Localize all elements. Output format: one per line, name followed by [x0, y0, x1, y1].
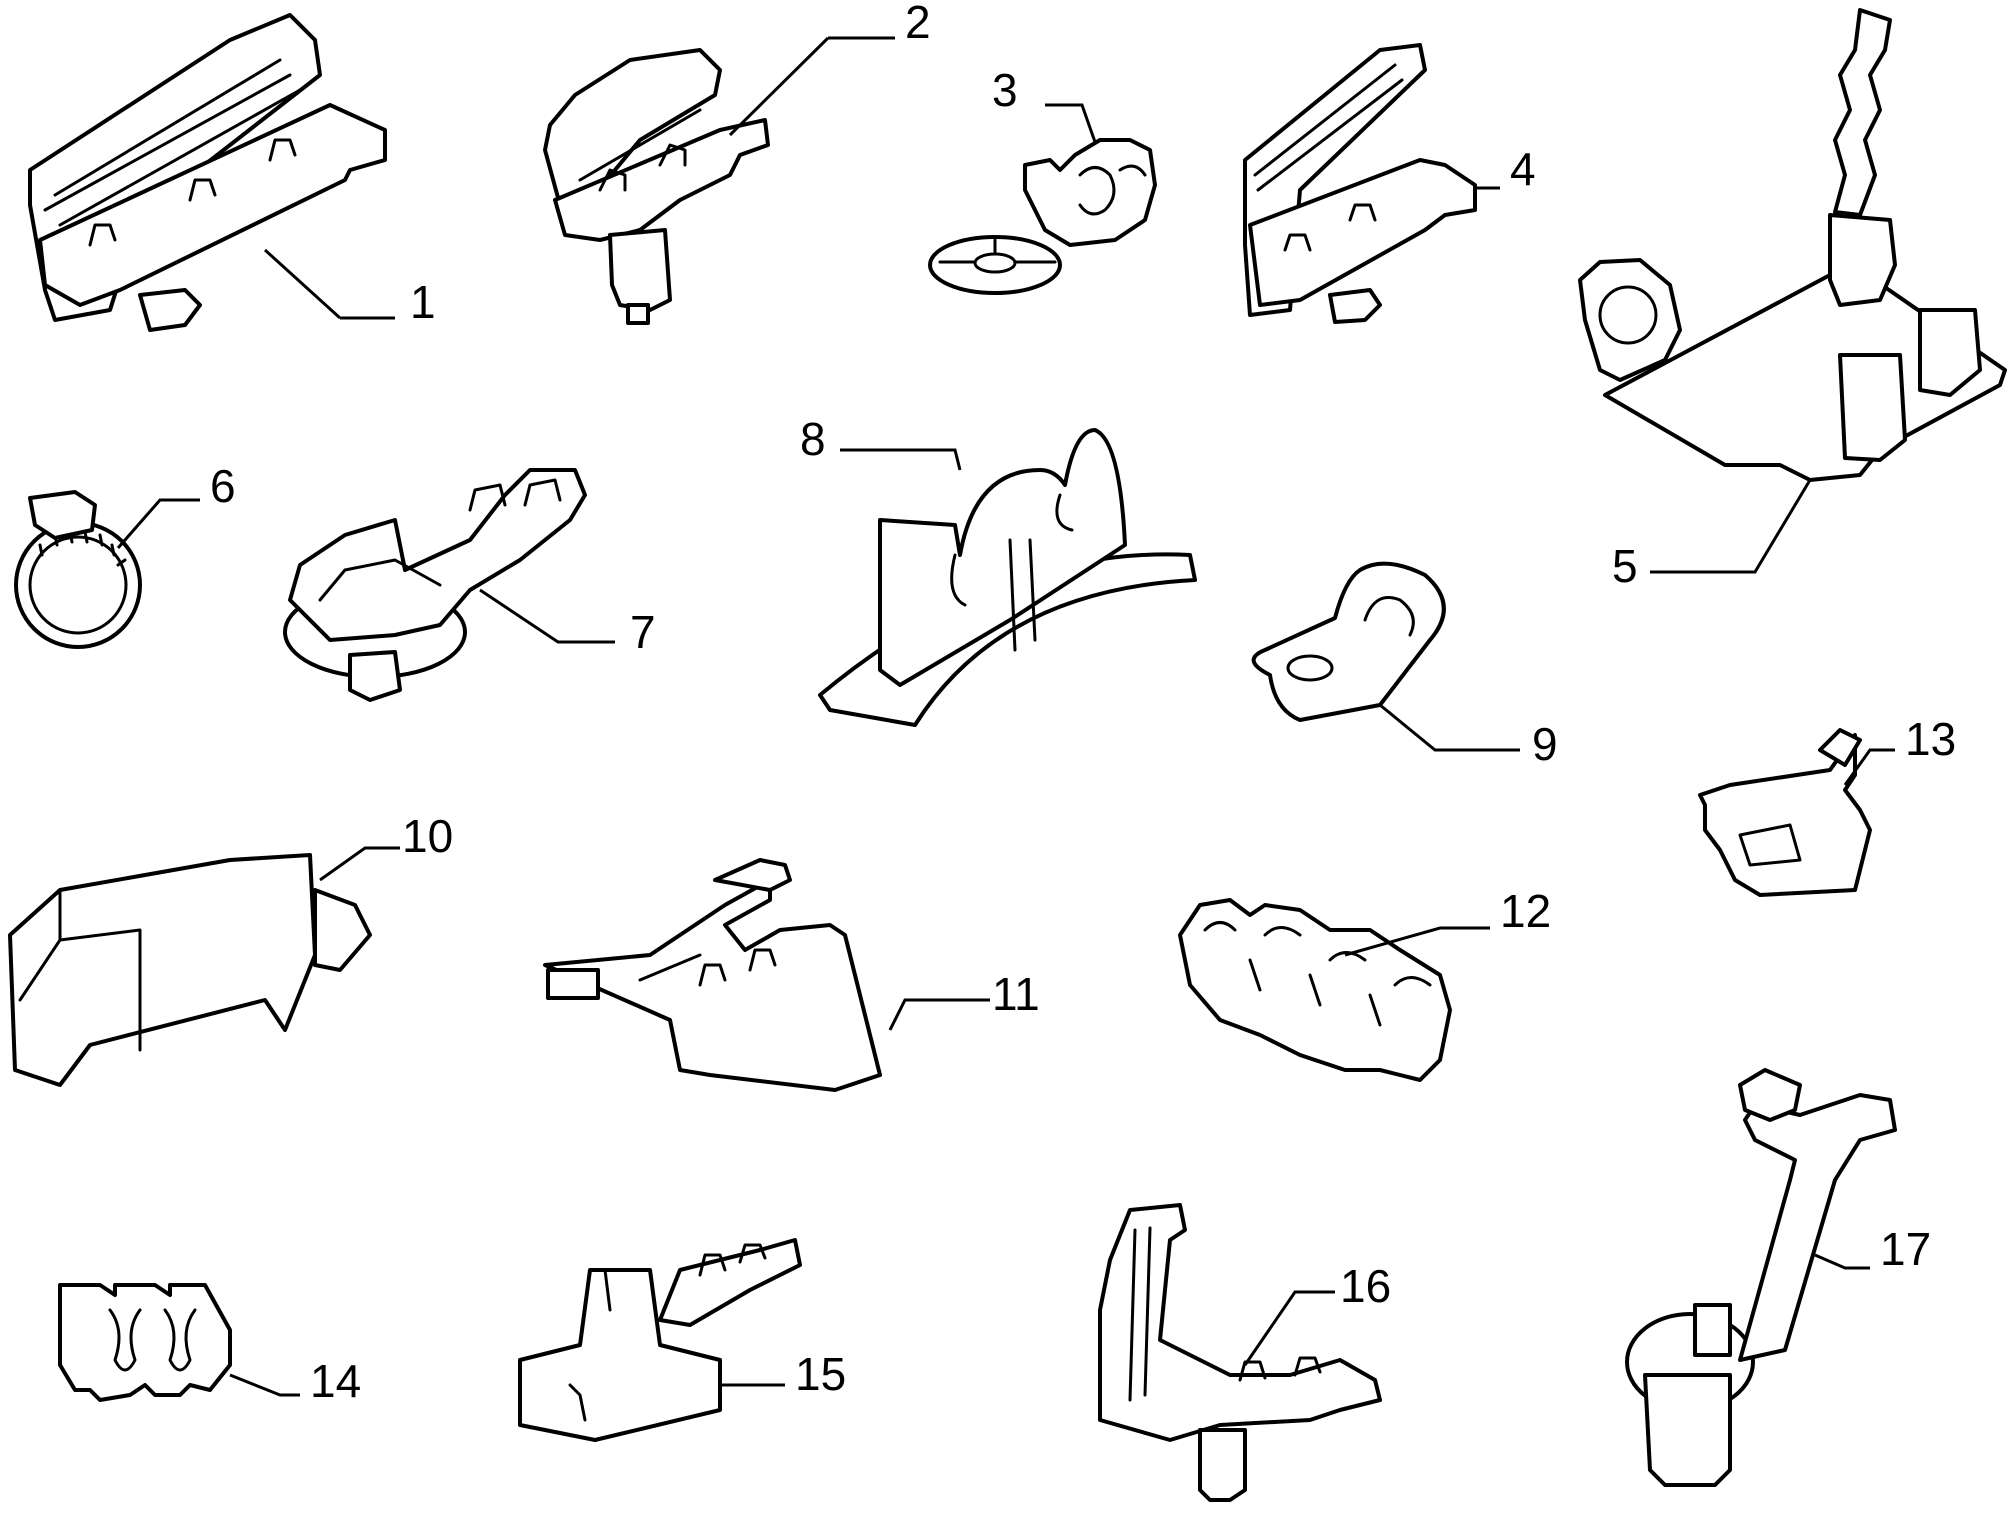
callout-5: 5 [1612, 540, 1638, 592]
part-10-bracket: 10 [8, 810, 453, 1087]
part-17-push-in-clip: 17 [1625, 1068, 1931, 1487]
part-5-bracket-plate: 5 [1578, 8, 2007, 592]
callout-12: 12 [1500, 885, 1551, 937]
part-1-long-hinged-clip: 1 [28, 13, 436, 332]
part-11-wedge-clip: 11 [543, 858, 1040, 1092]
part-4-hinged-clip: 4 [1243, 43, 1536, 324]
callout-14: 14 [310, 1355, 361, 1407]
part-14-twin-spring-clip: 14 [58, 1283, 361, 1407]
part-3-twin-pipe-clip: 3 [928, 64, 1157, 295]
part-2-post-clip: 2 [543, 0, 931, 325]
callout-16: 16 [1340, 1260, 1391, 1312]
callout-17: 17 [1880, 1223, 1931, 1275]
part-8-saddle-support: 8 [800, 413, 1197, 727]
callout-11: 11 [992, 968, 1040, 1020]
callout-6: 6 [210, 460, 236, 512]
callout-13: 13 [1905, 713, 1956, 765]
callout-10: 10 [402, 810, 453, 862]
callout-7: 7 [630, 606, 656, 658]
callout-8: 8 [800, 413, 826, 465]
callout-2: 2 [905, 0, 931, 48]
part-7-multi-clip: 7 [283, 468, 656, 702]
part-13-small-clip: 13 [1698, 713, 1956, 897]
part-12-multi-pipe-clip: 12 [1178, 885, 1551, 1082]
callout-15: 15 [795, 1348, 846, 1400]
part-9-p-clip: 9 [1251, 561, 1558, 770]
part-16-l-clip: 16 [1098, 1203, 1391, 1502]
callout-1: 1 [410, 276, 436, 328]
callout-9: 9 [1532, 718, 1558, 770]
part-6-hose-clamp: 6 [14, 460, 236, 649]
callout-3: 3 [992, 64, 1018, 116]
callout-4: 4 [1510, 143, 1536, 195]
part-15-block-clip: 15 [518, 1238, 846, 1442]
